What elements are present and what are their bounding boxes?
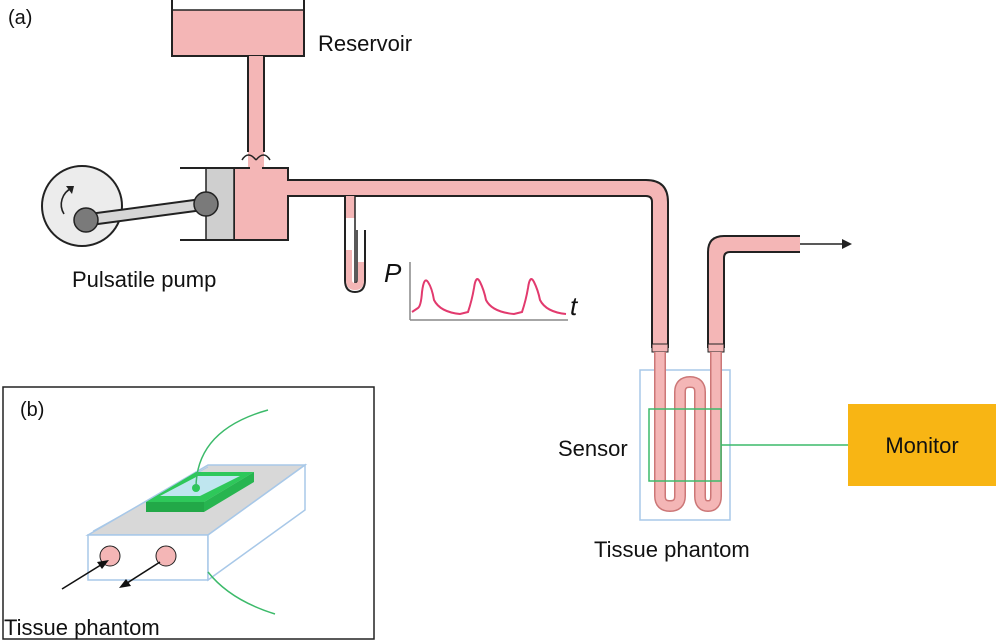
sensor-lead-top	[195, 409, 269, 489]
tissue-phantom-label: Tissue phantom	[594, 537, 750, 562]
reservoir-label: Reservoir	[318, 31, 412, 56]
main-tube	[288, 179, 669, 348]
monitor-label: Monitor	[885, 433, 958, 458]
monitor	[848, 404, 996, 486]
outlet-tube	[707, 235, 852, 348]
sensor-label: Sensor	[558, 436, 628, 461]
pressure-waveform	[409, 262, 568, 321]
reservoir	[171, 0, 305, 170]
sensor-patch	[146, 472, 254, 512]
panel-a-label: (a)	[8, 7, 32, 29]
tissue-phantom	[639, 343, 731, 521]
manometer	[344, 196, 366, 294]
panel-b-label: (b)	[20, 399, 44, 421]
sensor-lead-bottom	[207, 571, 276, 615]
flow-arrows	[61, 560, 161, 590]
pump-label: Pulsatile pump	[72, 267, 216, 292]
panel-b-phantom-label: Tissue phantom	[4, 615, 160, 640]
pressure-axis-label: P	[384, 258, 402, 288]
pulsatile-pump	[41, 165, 219, 247]
time-axis-label: t	[570, 291, 579, 321]
